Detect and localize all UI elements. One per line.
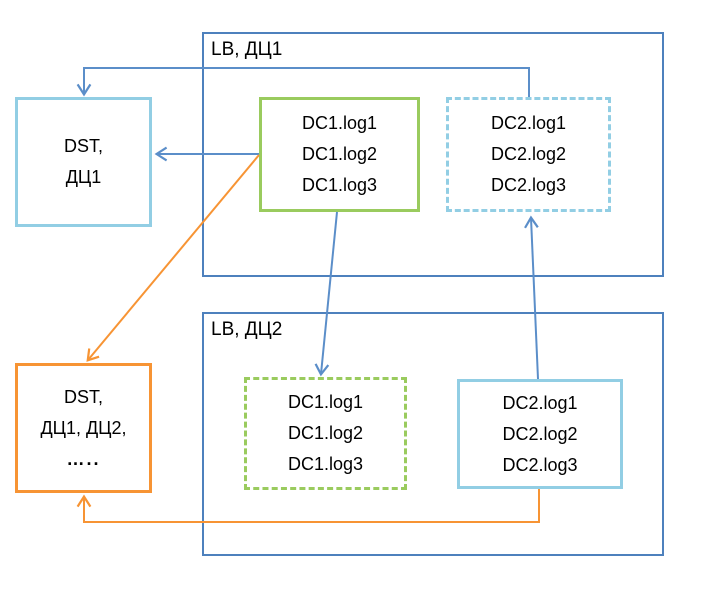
dc2-log-line: DC2.log2	[502, 423, 578, 444]
dc1-log-line: DC1.log2	[301, 144, 378, 164]
dst-all-line: DST,	[63, 386, 103, 407]
dst-all-line: ДЦ1, ДЦ2,	[40, 417, 127, 438]
dc1-log-line: DC1.log1	[287, 392, 364, 412]
dst-dc1-line: ДЦ1	[65, 167, 102, 187]
dst-dc1-box: DST, ДЦ1	[15, 97, 152, 227]
dc2-log-line: DC2.log3	[502, 454, 578, 475]
dc2-log-line: DC2.log3	[490, 175, 567, 195]
dst-all-ellipsis: …..	[66, 448, 101, 469]
dc2-log-line: DC2.log1	[502, 392, 578, 413]
lb-dc2-label: LB, ДЦ2	[211, 319, 283, 340]
dc1-log-line: DC1.log3	[287, 454, 364, 474]
dst-all-box: DST, ДЦ1, ДЦ2, …..	[15, 363, 152, 493]
dc1-log-line: DC1.log3	[301, 175, 378, 195]
dc2-logs-primary-box: DC2.log1 DC2.log2 DC2.log3	[457, 379, 623, 489]
dc2-logs-replica-box: DC2.log1 DC2.log2 DC2.log3	[446, 97, 611, 212]
dc2-log-line: DC2.log1	[490, 113, 567, 133]
dc1-logs-primary-box: DC1.log1 DC1.log2 DC1.log3	[259, 97, 420, 212]
dc2-log-line: DC2.log2	[490, 144, 567, 164]
lb-dc1-label: LB, ДЦ1	[211, 39, 283, 60]
dc1-log-line: DC1.log1	[301, 113, 378, 133]
dc1-log-line: DC1.log2	[287, 423, 364, 443]
dst-dc1-line: DST,	[63, 136, 103, 156]
dc1-logs-replica-box: DC1.log1 DC1.log2 DC1.log3	[244, 377, 407, 490]
